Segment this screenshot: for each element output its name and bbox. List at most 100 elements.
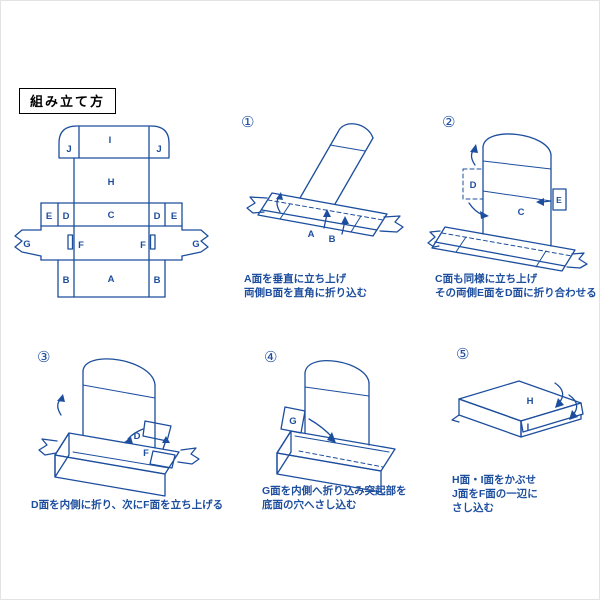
close-arrow-2-head <box>569 410 578 420</box>
panel-label-e: E <box>556 195 562 205</box>
template-outline <box>14 125 209 298</box>
panel-label-c: C <box>108 210 115 221</box>
step-4-lines <box>276 360 396 493</box>
caption-line: その両側E面をD面に折り合わせる <box>435 287 597 299</box>
zigzag-tab-left <box>427 230 441 248</box>
fold-arrow-a-head <box>323 209 331 217</box>
g-tab-left <box>14 229 42 257</box>
panel-label-g-right: G <box>192 239 199 250</box>
lid-band-fold <box>82 384 156 399</box>
caption-line: 底面の穴へさし込む <box>262 499 357 511</box>
box-floor-line <box>72 451 170 469</box>
panel-label-d: D <box>470 180 477 191</box>
caption-line: C面も同様に立ち上げ <box>435 273 538 285</box>
zigzag-tab-right <box>379 215 404 233</box>
template-panel-labels: J I J H E D C D E G F F G B A B <box>23 135 199 286</box>
fold-arrow-d-head <box>480 211 489 219</box>
flat-template-diagram: J I J H E D C D E G F F G B A B <box>14 125 209 298</box>
fold-arrow-b-head <box>341 216 349 224</box>
panel-label-a: A <box>108 274 115 285</box>
i-tuck-flap <box>520 402 584 433</box>
panel-label-g: G <box>289 416 296 427</box>
caption-line: 両側B面を直角に折り込む <box>244 287 368 299</box>
step-2-number: ② <box>442 114 456 131</box>
panel-label-f-right: F <box>140 240 146 251</box>
slot-right <box>149 234 156 250</box>
lid-band-cap <box>482 133 552 156</box>
box-front-left-face <box>458 398 522 438</box>
panel-label-a: A <box>308 229 315 240</box>
fold-arrow-f-head <box>162 436 170 443</box>
panel-label-e-left: E <box>46 211 52 222</box>
caption-line: H面・I面をかぶせ <box>452 474 536 486</box>
step-1-labels: A B <box>308 229 336 245</box>
step-1-lines <box>246 123 404 237</box>
panel-label-h: H <box>108 177 115 188</box>
step-3-lines <box>38 358 200 497</box>
fold-arrow-d <box>127 428 144 440</box>
fold-arrow-e-head <box>536 198 544 206</box>
panel-label-b-right: B <box>154 275 161 286</box>
panel-label-c: C <box>518 207 525 218</box>
lid-band-cap <box>304 360 370 384</box>
b-flap-divider-left <box>455 236 467 253</box>
b-flap-divider-left <box>279 203 291 220</box>
step-5-caption: H面・I面をかぶせ J面をF面の一辺に さし込む <box>452 473 538 515</box>
step-2-labels: D C E <box>470 180 563 218</box>
panel-label-d: D <box>134 431 141 442</box>
box-inner-back <box>294 435 390 453</box>
step-1-number: ① <box>241 114 255 131</box>
base-fold-line-front <box>434 241 566 267</box>
step-3-drawing: D F <box>38 358 200 497</box>
step-3-number: ③ <box>37 349 51 366</box>
step-5-labels: H I <box>527 396 534 433</box>
box-floor-line <box>298 450 384 468</box>
step-2-caption: C面も同様に立ち上げ その両側E面をD面に折り合わせる <box>435 272 597 300</box>
slot-left <box>67 234 74 250</box>
base-fold-line-back <box>441 232 573 257</box>
step-5-number: ⑤ <box>456 346 470 363</box>
box-rim-outline <box>276 430 396 472</box>
step-2-drawing: D C E <box>427 133 588 272</box>
base-outline <box>431 226 576 272</box>
fold-arrow-d-head <box>123 437 133 444</box>
caption-line: J面をF面の一辺に <box>452 488 538 500</box>
base-outline <box>257 192 388 237</box>
zigzag-tab-left <box>38 438 58 456</box>
lid-band-fold <box>482 160 552 170</box>
fold-arrow-g-head <box>327 432 336 443</box>
lid-tuck-flap-outline <box>58 125 170 159</box>
step-4-drawing: G <box>276 360 396 493</box>
step-3-caption: D面を内側に折り、次にF面を立ち上げる <box>31 498 223 512</box>
panel-label-e-right: E <box>171 211 177 222</box>
b-flap-divider-right <box>535 250 547 268</box>
box-front-face <box>54 454 166 497</box>
zigzag-tab-right <box>177 447 200 465</box>
j-tab <box>451 414 460 423</box>
zigzag-tab-left <box>246 196 268 214</box>
panel-label-g-left: G <box>23 239 30 250</box>
step-2-lines <box>427 133 588 272</box>
panel-label-i: I <box>109 135 112 146</box>
caption-line: G面を内側へ折り込み突起部を <box>262 485 407 497</box>
page-title-text: 組み立て方 <box>30 94 106 109</box>
panel-label-j-right: J <box>156 144 161 155</box>
fold-arrow-left-head <box>57 394 65 402</box>
panel-label-d-left: D <box>63 211 70 222</box>
wall-fold-line <box>482 190 552 202</box>
lid-band-cap <box>337 123 374 139</box>
g-flap <box>280 406 306 434</box>
lid-band-fold <box>304 386 370 397</box>
zigzag-tab-right <box>566 252 588 269</box>
panel-label-f: F <box>143 448 149 459</box>
e-flap-box <box>552 188 567 211</box>
step-3-labels: D F <box>134 431 150 459</box>
f-flap <box>149 450 176 469</box>
lid-band-fold <box>329 144 366 152</box>
panel-label-j-left: J <box>66 144 71 155</box>
step-5-lines <box>451 380 584 438</box>
step-4-caption: G面を内側へ折り込み突起部を 底面の穴へさし込む <box>262 484 407 512</box>
base-fold-line-front <box>261 209 378 231</box>
page-title: 組み立て方 <box>19 88 117 114</box>
